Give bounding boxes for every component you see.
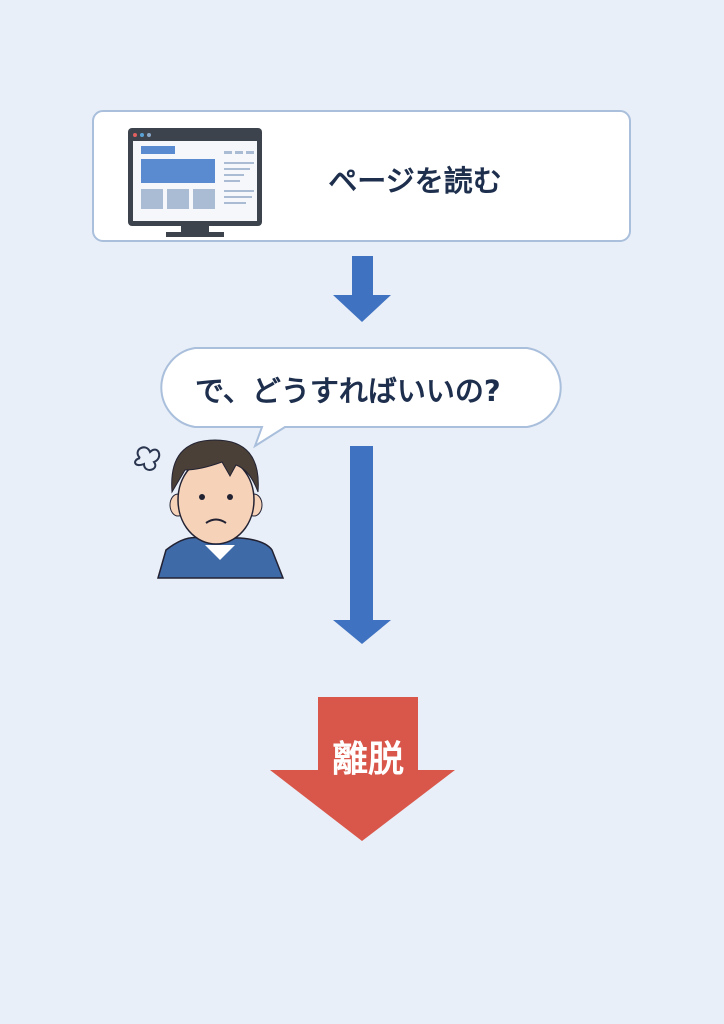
- speech-bubble: [160, 347, 562, 449]
- confused-person-icon: [134, 439, 285, 579]
- exit-label: 離脱: [331, 739, 404, 780]
- question-bubble-text: で、どうすればいいの?: [195, 374, 501, 408]
- read-page-label: ページを読む: [328, 164, 502, 198]
- down-arrow-icon: [333, 446, 391, 644]
- monitor-icon: [128, 128, 262, 237]
- exit-arrow-icon: [270, 697, 455, 841]
- down-arrow-icon: [333, 256, 391, 322]
